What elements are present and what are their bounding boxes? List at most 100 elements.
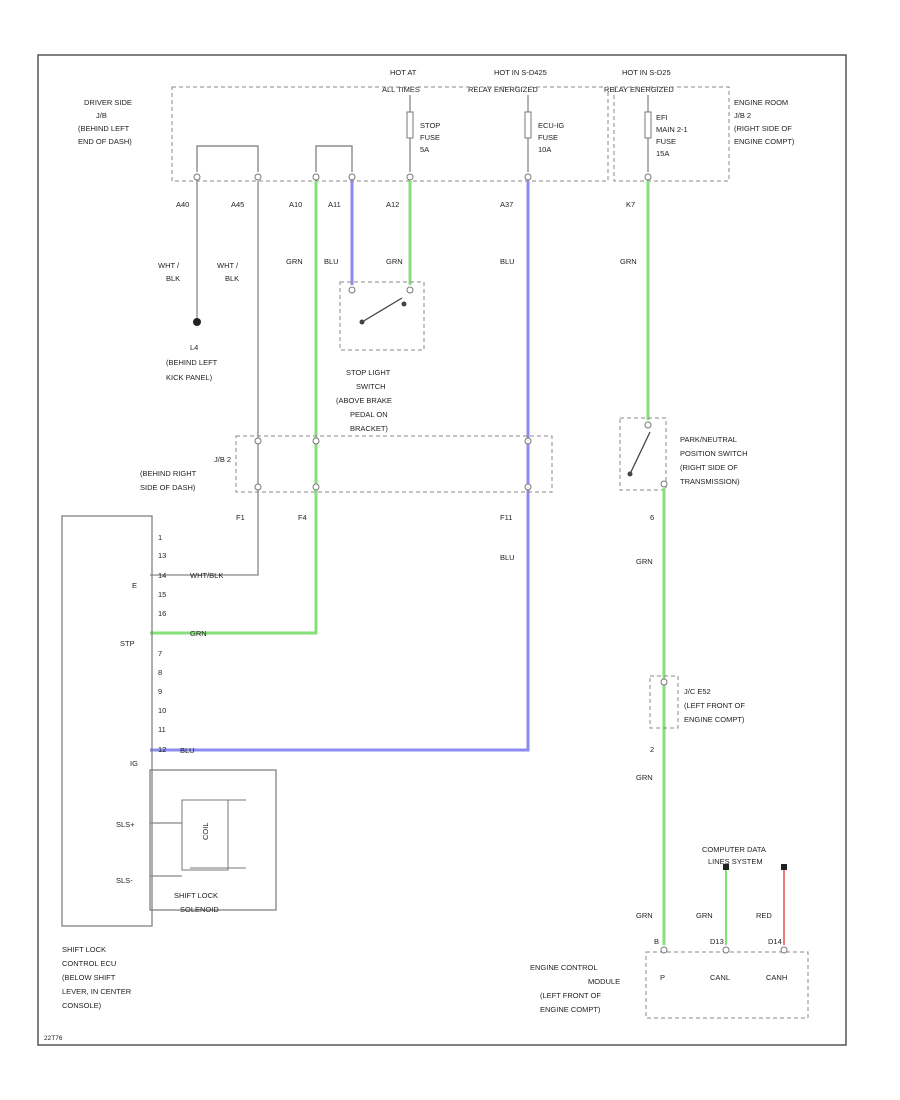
hot-at-label-2: ALL TIMES <box>382 85 420 94</box>
wire-label-red-canh: RED <box>756 911 772 920</box>
pin-a10: A10 <box>289 200 302 209</box>
engine-room-jb-label-4: ENGINE COMPT) <box>734 137 795 146</box>
pin-f11: F11 <box>500 513 512 522</box>
wire-label-blu-f11: BLU <box>500 553 515 562</box>
pn-switch-label-1: PARK/NEUTRAL <box>680 435 737 444</box>
ecu-pin-1: 1 <box>158 533 162 542</box>
ecm-pin-p-num: B <box>654 937 659 946</box>
ground-label-2: (BEHIND LEFT <box>166 358 218 367</box>
wire-label-grn-jc: GRN <box>636 773 653 782</box>
canh-node <box>781 864 787 870</box>
ecm-label-canh: CANH <box>766 973 787 982</box>
ground-point <box>193 318 201 326</box>
wire-blu-ig <box>150 181 530 752</box>
engine-room-jb-box <box>613 86 730 182</box>
wire-label-blu-a11: BLU <box>324 257 339 266</box>
stop-light-switch <box>339 281 425 351</box>
shift-lock-ecu-box <box>61 515 153 927</box>
jb-connector-pins <box>193 173 652 181</box>
shift-lock-solenoid-box <box>149 769 277 911</box>
efi-fuse-label-2: MAIN 2-1 <box>656 125 688 134</box>
ecu-pin-column: 1 13 14 15 16 7 8 9 10 11 12 <box>158 533 166 754</box>
jb-loop-ground <box>196 145 259 172</box>
jb-driver-label-4: END OF DASH) <box>78 137 132 146</box>
ecm-pin-canl-num: D13 <box>710 937 724 946</box>
ecu-label-stp: STP <box>120 639 135 648</box>
efi-fuse-label-1: EFI <box>656 113 668 122</box>
ecu-pin-14: 14 <box>158 571 166 580</box>
jb2-box <box>235 435 553 493</box>
driver-jb-box <box>171 86 609 182</box>
wire-wht-blk-1b: BLK <box>166 274 180 283</box>
ecu-label-e: E <box>132 581 137 590</box>
stop-fuse-label-2: FUSE <box>420 133 440 142</box>
ecu-name-5: CONSOLE) <box>62 1001 102 1010</box>
engine-room-jb-label-2: J/B 2 <box>734 111 751 120</box>
ecu-pin-8: 8 <box>158 668 162 677</box>
jb-driver-label-2: J/B <box>96 111 107 120</box>
hot-relay-label: HOT IN S-D425 <box>494 68 547 77</box>
ecm-name-2: MODULE <box>588 977 620 986</box>
ecu-name-3: (BELOW SHIFT <box>62 973 116 982</box>
jb2-label-2: (BEHIND RIGHT <box>140 469 197 478</box>
ecu-label-sls-p: SLS+ <box>116 820 135 829</box>
pin-k7: K7 <box>626 200 635 209</box>
wire-grn-stp <box>150 181 318 635</box>
ecu-name-2: CONTROL ECU <box>62 959 116 968</box>
wire-label-blu-ig: BLU <box>180 746 195 755</box>
jb-loop-stop <box>315 145 353 172</box>
wire-label-blu-a37: BLU <box>500 257 515 266</box>
jc-label-3: ENGINE COMPT) <box>684 715 745 724</box>
wire-label-grn-a12: GRN <box>386 257 403 266</box>
solenoid-label-2: SOLENOID <box>180 905 219 914</box>
ground-label-3: KICK PANEL) <box>166 373 213 382</box>
wire-wht-blk-2a: WHT / <box>217 261 239 270</box>
wire-label-grn-ecm: GRN <box>636 911 653 920</box>
ecm-box <box>645 951 809 1019</box>
canl-node <box>723 864 729 870</box>
footer-id: 22T76 <box>44 1035 63 1042</box>
stop-switch-label-2: SWITCH <box>356 382 386 391</box>
ecu-fuse-label-1: ECU-IG <box>538 121 564 130</box>
ecu-pin-13: 13 <box>158 551 166 560</box>
ecm-name-3: (LEFT FRONT OF <box>540 991 601 1000</box>
stop-switch-label-3: (ABOVE BRAKE <box>336 396 392 405</box>
hot-at-label: HOT AT <box>390 68 417 77</box>
coil-label: COIL <box>201 822 210 840</box>
ecu-pin-15: 15 <box>158 590 166 599</box>
engine-room-jb-label-3: (RIGHT SIDE OF <box>734 124 792 133</box>
ecm-pins <box>660 946 788 954</box>
wire-label-grn-canl: GRN <box>696 911 713 920</box>
ecu-pin-9: 9 <box>158 687 162 696</box>
jc-e52-box <box>649 675 679 729</box>
engine-room-jb-label-1: ENGINE ROOM <box>734 98 788 107</box>
jb2-pins <box>254 437 532 491</box>
park-neutral-switch <box>619 417 668 491</box>
stop-fuse: STOP FUSE 5A <box>406 95 440 172</box>
ecu-name-1: SHIFT LOCK <box>62 945 106 954</box>
ecm-label-canl: CANL <box>710 973 730 982</box>
pin-a12: A12 <box>386 200 399 209</box>
wire-wht-blk-2b: BLK <box>225 274 239 283</box>
jb-driver-label-3: (BEHIND LEFT <box>78 124 130 133</box>
ecm-name-4: ENGINE COMPT) <box>540 1005 601 1014</box>
ecm-pin-canh-num: D14 <box>768 937 782 946</box>
hot-relay-label-2: RELAY ENERGIZED <box>468 85 538 94</box>
efi-fuse: EFI MAIN 2-1 FUSE 15A <box>644 95 688 172</box>
wire-label-grn-pn: GRN <box>636 557 653 566</box>
jb-driver-label-1: DRIVER SIDE <box>84 98 132 107</box>
pin-a11: A11 <box>328 200 341 209</box>
stop-switch-label-1: STOP LIGHT <box>346 368 391 377</box>
dlc-label-2: LINES SYSTEM <box>708 857 763 866</box>
ecm-name-1: ENGINE CONTROL <box>530 963 598 972</box>
wire-wht-blk-e <box>150 181 259 576</box>
ecu-label-sls-n: SLS- <box>116 876 133 885</box>
pin-6: 6 <box>650 513 654 522</box>
ecm-label-p: P <box>660 973 665 982</box>
pin-a37: A37 <box>500 200 513 209</box>
solenoid-label-1: SHIFT LOCK <box>174 891 218 900</box>
wire-label-wht-blk-ecu: WHT/BLK <box>190 571 223 580</box>
jc-label-2: (LEFT FRONT OF <box>684 701 745 710</box>
solenoid-coil: COIL <box>150 799 246 877</box>
